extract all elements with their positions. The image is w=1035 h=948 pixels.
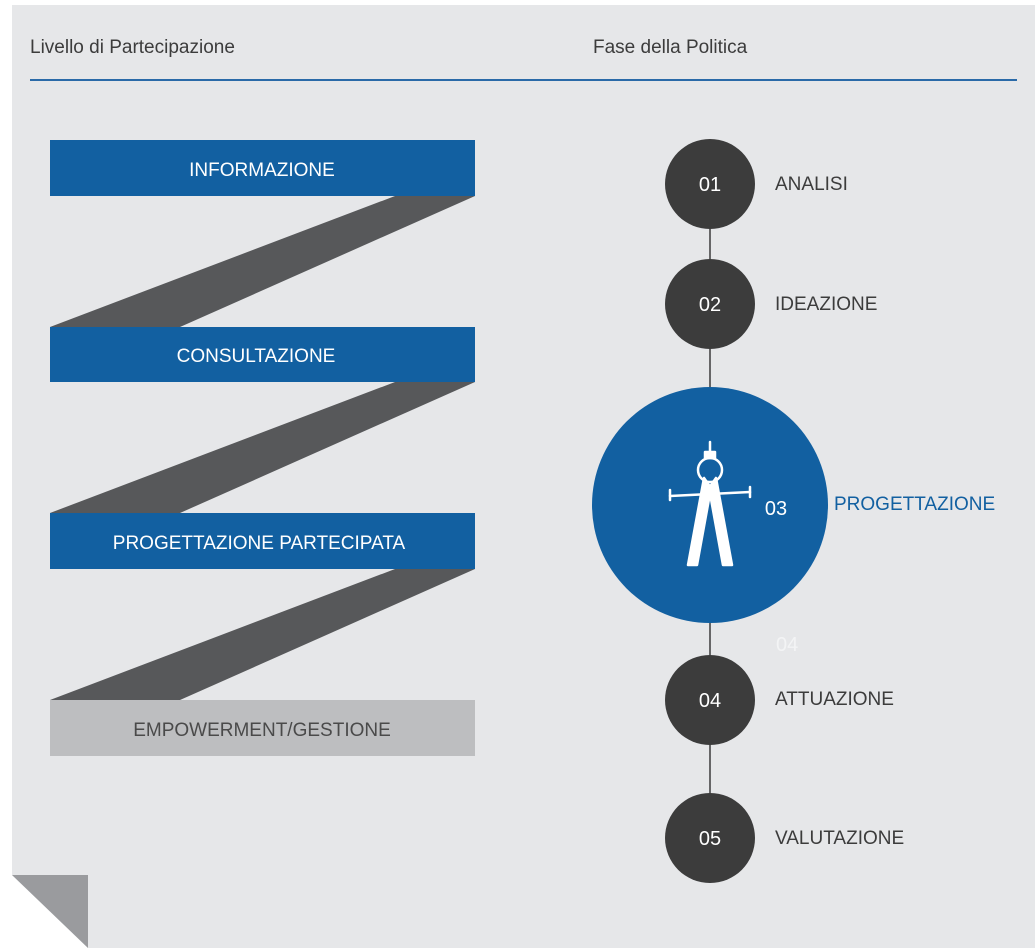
zigzag-ribbon xyxy=(50,196,475,700)
level-label: CONSULTAZIONE xyxy=(177,346,336,367)
compass-icon xyxy=(668,440,752,567)
phase-number: 05 xyxy=(699,828,721,850)
phase-label: ATTUAZIONE xyxy=(775,689,894,710)
phase-04: 04 ATTUAZIONE xyxy=(665,655,894,745)
phase-label: PROGETTAZIONE xyxy=(834,494,995,515)
header-participation-level: Livello di Partecipazione xyxy=(30,37,235,58)
phase-02: 02 IDEAZIONE xyxy=(665,259,877,349)
phase-label: IDEAZIONE xyxy=(775,294,877,315)
level-label: EMPOWERMENT/GESTIONE xyxy=(133,720,391,741)
faint-phase-marker: 04 xyxy=(776,634,798,656)
level-informazione: INFORMAZIONE xyxy=(50,140,475,196)
phase-number: 03 xyxy=(765,498,787,520)
header-policy-phase: Fase della Politica xyxy=(593,37,748,58)
phase-label: VALUTAZIONE xyxy=(775,828,904,849)
level-progettazione-partecipata: PROGETTAZIONE PARTECIPATA xyxy=(50,513,475,569)
ribbon-segment-3 xyxy=(50,569,475,700)
level-label: INFORMAZIONE xyxy=(189,160,335,181)
phase-number: 04 xyxy=(699,690,721,712)
phase-01: 01 ANALISI xyxy=(665,139,848,229)
phase-label: ANALISI xyxy=(775,174,848,195)
level-consultazione: CONSULTAZIONE xyxy=(50,327,475,382)
folded-corner xyxy=(12,875,88,948)
phase-03-highlighted: 03 PROGETTAZIONE xyxy=(592,387,995,623)
level-empowerment-gestione: EMPOWERMENT/GESTIONE xyxy=(50,700,475,756)
ribbon-segment-1 xyxy=(50,196,475,327)
phase-number: 02 xyxy=(699,294,721,316)
ribbon-segment-2 xyxy=(50,382,475,513)
phase-number: 01 xyxy=(699,174,721,196)
level-label: PROGETTAZIONE PARTECIPATA xyxy=(113,533,406,554)
phase-05: 05 VALUTAZIONE xyxy=(665,793,904,883)
